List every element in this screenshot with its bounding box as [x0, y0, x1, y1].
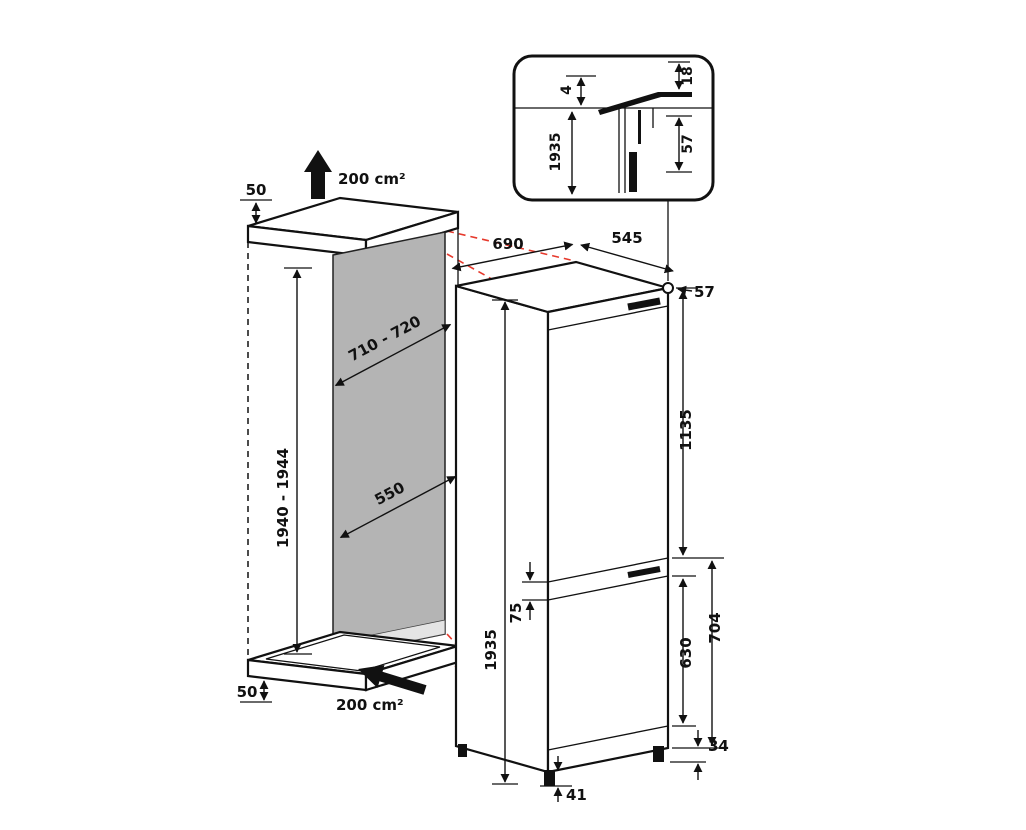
freezer-door-bottom-line [547, 725, 669, 751]
niche-bottom-frame-inner [265, 634, 441, 672]
hinge-callout-circle [662, 282, 674, 294]
airflow-up-arrow-head [304, 150, 332, 172]
appliance-depth-dim [451, 241, 574, 272]
airflow-up-arrow-icon [304, 150, 332, 199]
niche-height-label: 1940 - 1944 [274, 448, 292, 548]
inset-top-offset-label: 18 [680, 66, 696, 85]
inset-hinge-wedge [598, 92, 692, 115]
inset-height-label: 1935 [548, 133, 564, 172]
appliance-hinge-offset-leader [677, 285, 693, 295]
appliance-drawing: 690 545 57 1135 704 630 34 1935 75 41 [451, 200, 729, 804]
niche-drawing: 50 200 cm² 1940 - 1944 710 - 720 550 50 … [237, 150, 460, 714]
niche-top-vent-label: 200 cm² [338, 170, 406, 188]
inset-hinge-body [629, 152, 637, 192]
appliance-back-foot [458, 744, 467, 757]
inset-hinge-pin [638, 110, 641, 144]
foot-height-label: 34 [708, 737, 729, 755]
appliance-side-face [454, 284, 550, 774]
niche-top-clearance-label: 50 [246, 181, 267, 199]
plinth-height-label: 41 [566, 786, 587, 804]
niche-bottom-vent-label: 200 cm² [336, 696, 404, 714]
niche-width-dim [334, 323, 452, 387]
door-split-line-lower [547, 575, 669, 601]
freezer-door-height-label: 630 [677, 637, 695, 668]
fridge-door-handle-recess [627, 297, 661, 311]
appliance-front-right-foot [653, 746, 664, 762]
niche-depth-dim [339, 475, 457, 539]
freezer-section-label: 704 [706, 612, 724, 643]
hinge-detail-inset: 4 18 1935 57 [512, 54, 715, 202]
airflow-bottom-arrow-icon [358, 665, 427, 695]
niche-back-panel [332, 231, 446, 658]
overall-height-label: 1935 [482, 629, 500, 671]
fridge-door-top-line [547, 305, 669, 331]
appliance-depth-label: 690 [492, 235, 523, 253]
appliance-width-dim [580, 242, 674, 274]
niche-bottom-clearance-label: 50 [237, 683, 258, 701]
appliance-hinge-offset-label: 57 [694, 283, 715, 301]
door-gap-label: 75 [507, 603, 525, 624]
door-split-line-upper [547, 557, 669, 583]
inset-hinge-offset-label: 57 [680, 134, 696, 153]
inset-gap-label: 4 [559, 85, 575, 95]
freezer-door-handle-recess [627, 566, 661, 578]
appliance-front-face [546, 286, 670, 774]
fridge-door-height-label: 1135 [677, 409, 695, 451]
appliance-width-label: 545 [611, 229, 642, 247]
airflow-up-arrow-shaft [311, 171, 325, 199]
appliance-front-left-foot [544, 770, 555, 786]
